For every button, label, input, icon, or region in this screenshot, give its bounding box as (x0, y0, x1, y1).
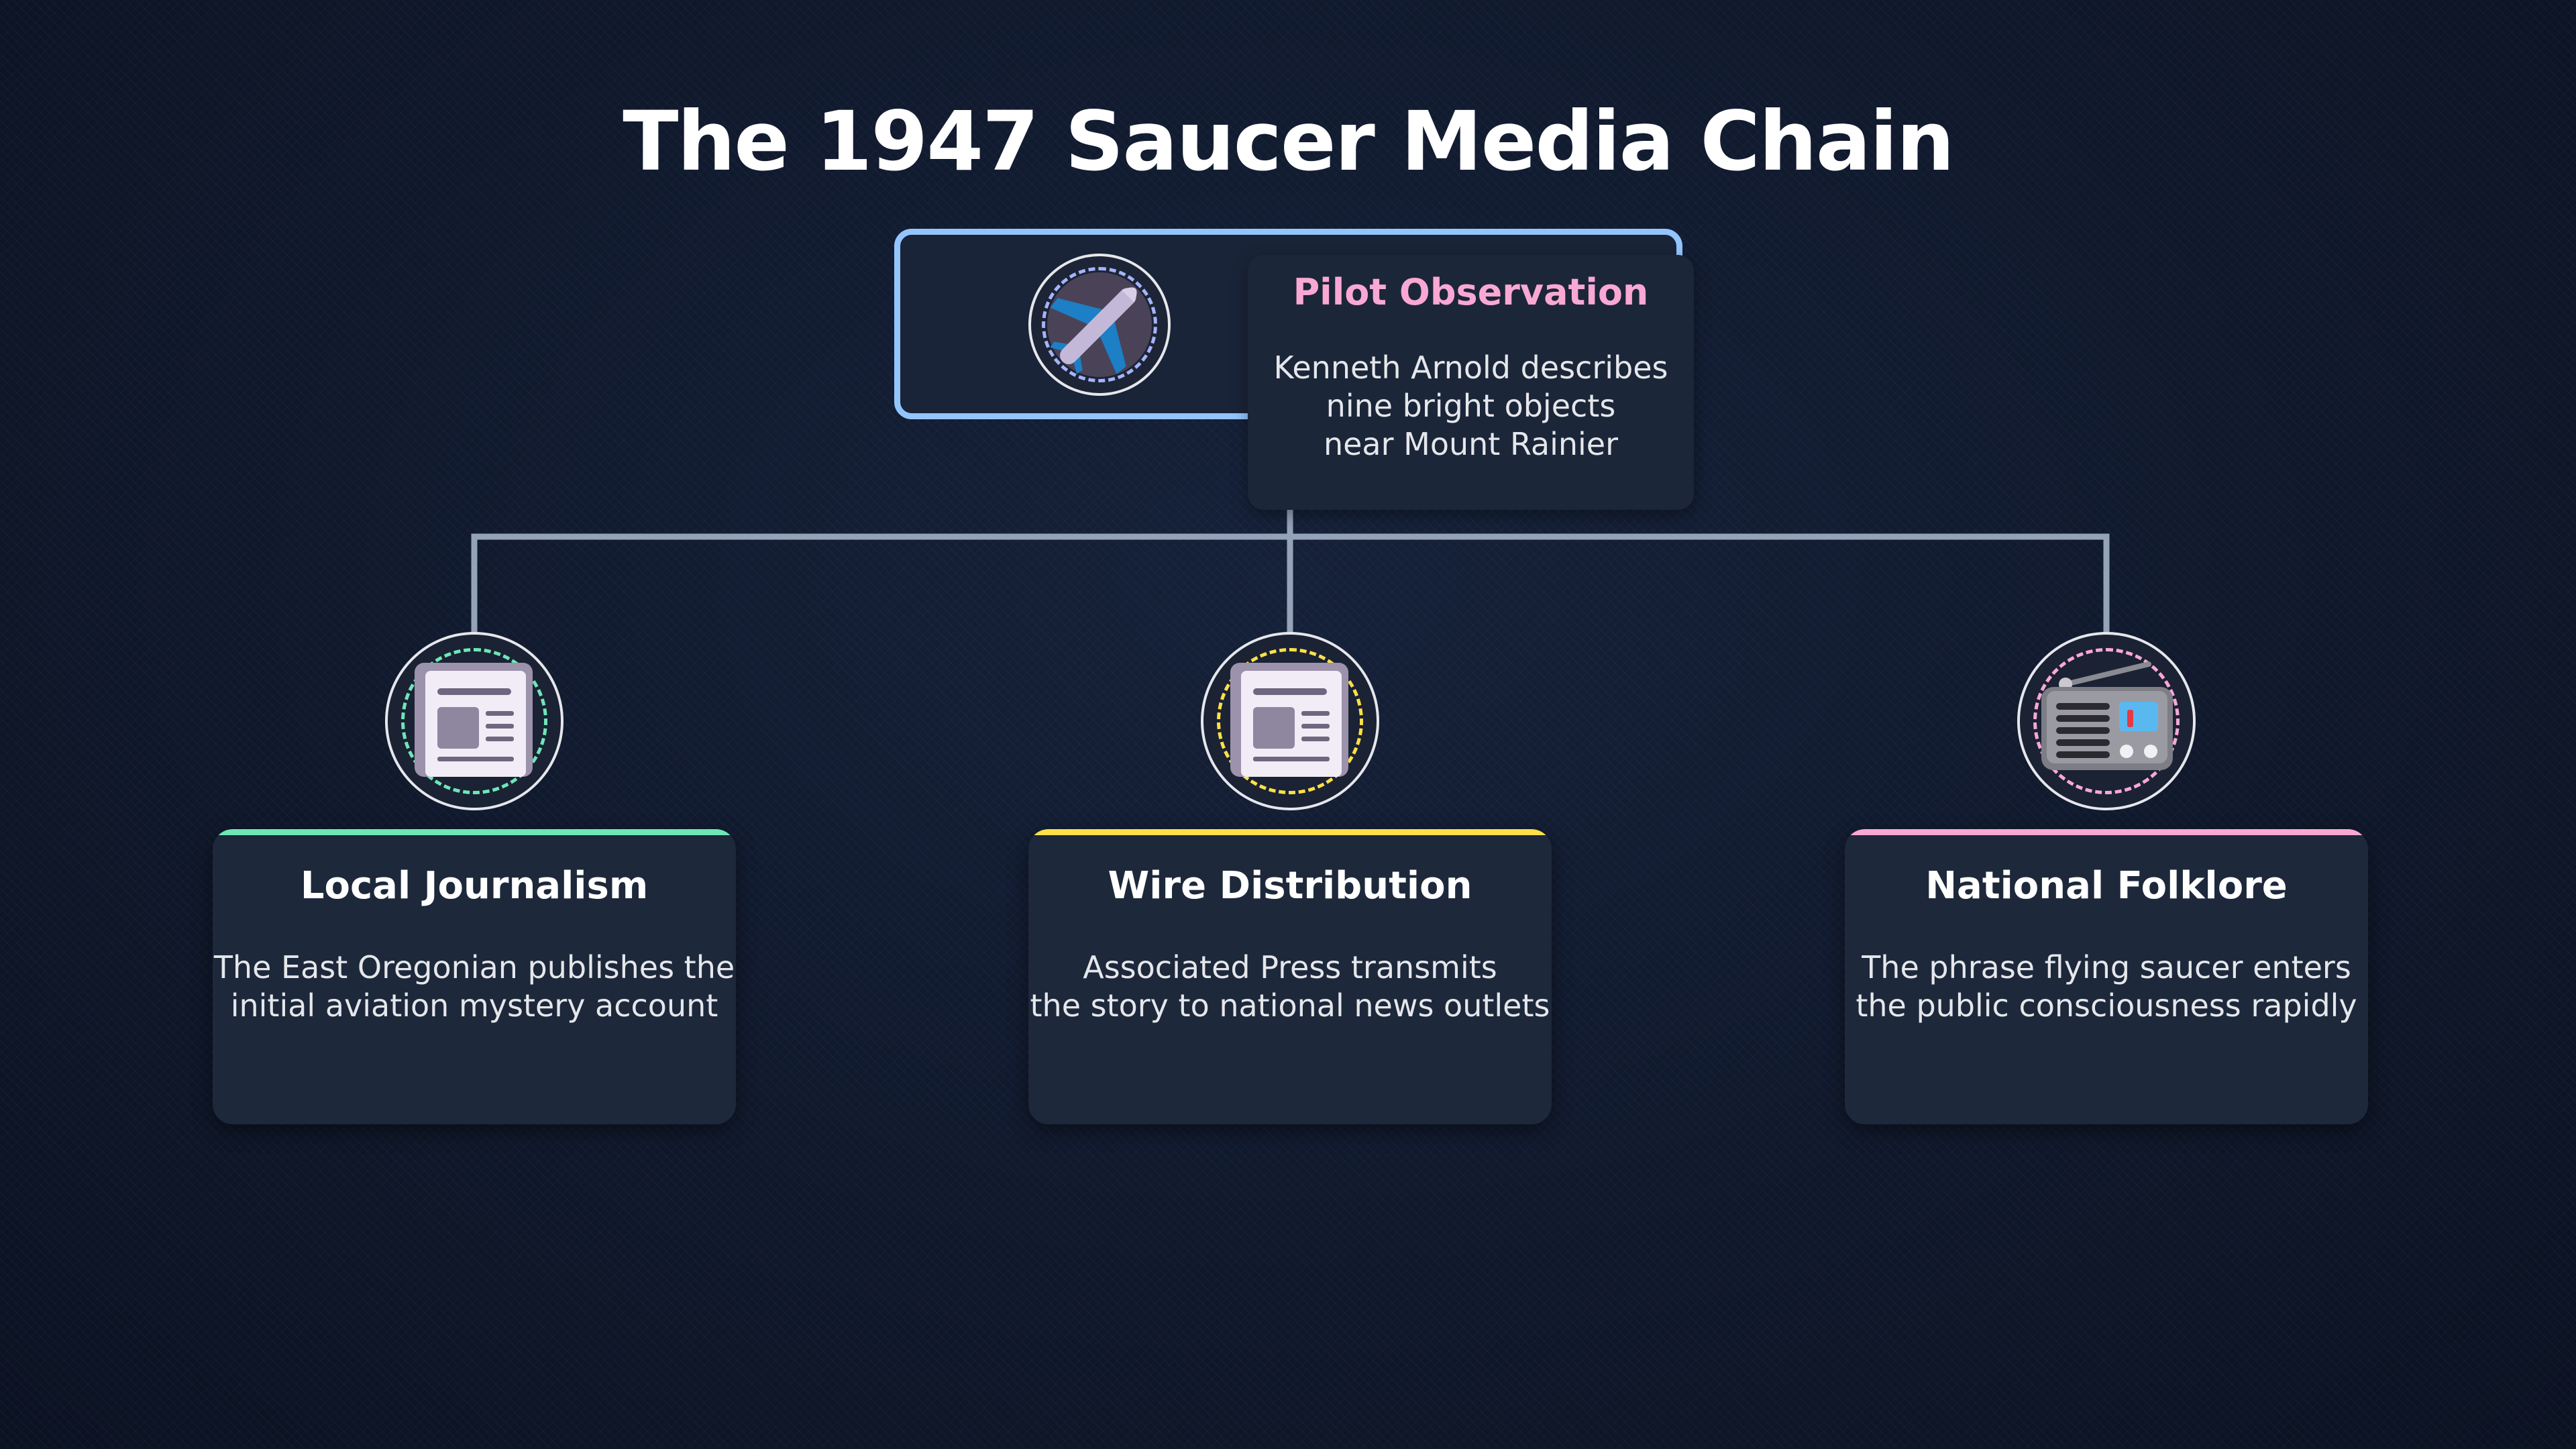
card-accent-bar (1845, 829, 2368, 835)
child-card-wire-distribution: Wire Distribution Associated Press trans… (1028, 829, 1552, 1124)
card-accent-bar (1028, 829, 1552, 835)
root-node-card: Pilot Observation Kenneth Arnold describ… (1248, 255, 1694, 510)
child-card-local-journalism: Local Journalism The East Oregonian publ… (213, 829, 736, 1124)
page-title: The 1947 Saucer Media Chain (623, 94, 1955, 189)
card-title: Local Journalism (300, 864, 649, 908)
card-description: Associated Press transmits the story to … (1030, 949, 1550, 1024)
card-title: National Folklore (1925, 864, 2288, 908)
card-description: The phrase flying saucer enters the publ… (1856, 949, 2357, 1024)
newspaper-icon (415, 663, 533, 777)
child-card-national-folklore: National Folklore The phrase flying sauc… (1845, 829, 2368, 1124)
newspaper-icon (1230, 663, 1348, 777)
root-icon-badge (1028, 254, 1171, 396)
child-2-icon-badge (1201, 632, 1379, 810)
root-node-description: Kenneth Arnold describes nine bright obj… (1273, 350, 1668, 462)
radio-icon (2041, 661, 2173, 770)
card-title: Wire Distribution (1108, 864, 1472, 908)
airplane-icon (1050, 287, 1137, 374)
root-node-title: Pilot Observation (1293, 271, 1649, 313)
child-1-icon-badge (385, 632, 564, 810)
card-accent-bar (213, 829, 736, 835)
child-3-icon-badge (2017, 632, 2196, 810)
card-description: The East Oregonian publishes the initial… (213, 949, 735, 1024)
